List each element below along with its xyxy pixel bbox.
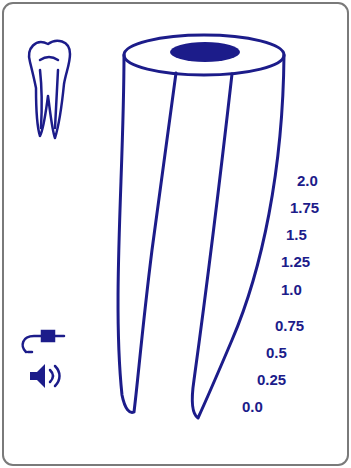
scale-value: 1.0 <box>281 281 302 298</box>
display-frame <box>3 3 348 465</box>
apex-mark <box>262 274 266 284</box>
root-canal-figure <box>118 35 284 418</box>
scale-value: 2.0 <box>297 172 318 189</box>
scale-value: 0.5 <box>266 344 287 361</box>
scale-value: 0.75 <box>275 317 304 334</box>
cable-icon <box>23 331 64 352</box>
scale-value: 0.0 <box>242 398 263 415</box>
canal-opening <box>170 42 240 62</box>
scale-value: 1.5 <box>286 226 307 243</box>
scale-value: 1.25 <box>281 253 310 270</box>
speaker-icon <box>30 364 60 388</box>
scale-value: 1.75 <box>290 199 319 216</box>
tooth-icon <box>29 41 70 138</box>
scale-value: 0.25 <box>257 371 286 388</box>
